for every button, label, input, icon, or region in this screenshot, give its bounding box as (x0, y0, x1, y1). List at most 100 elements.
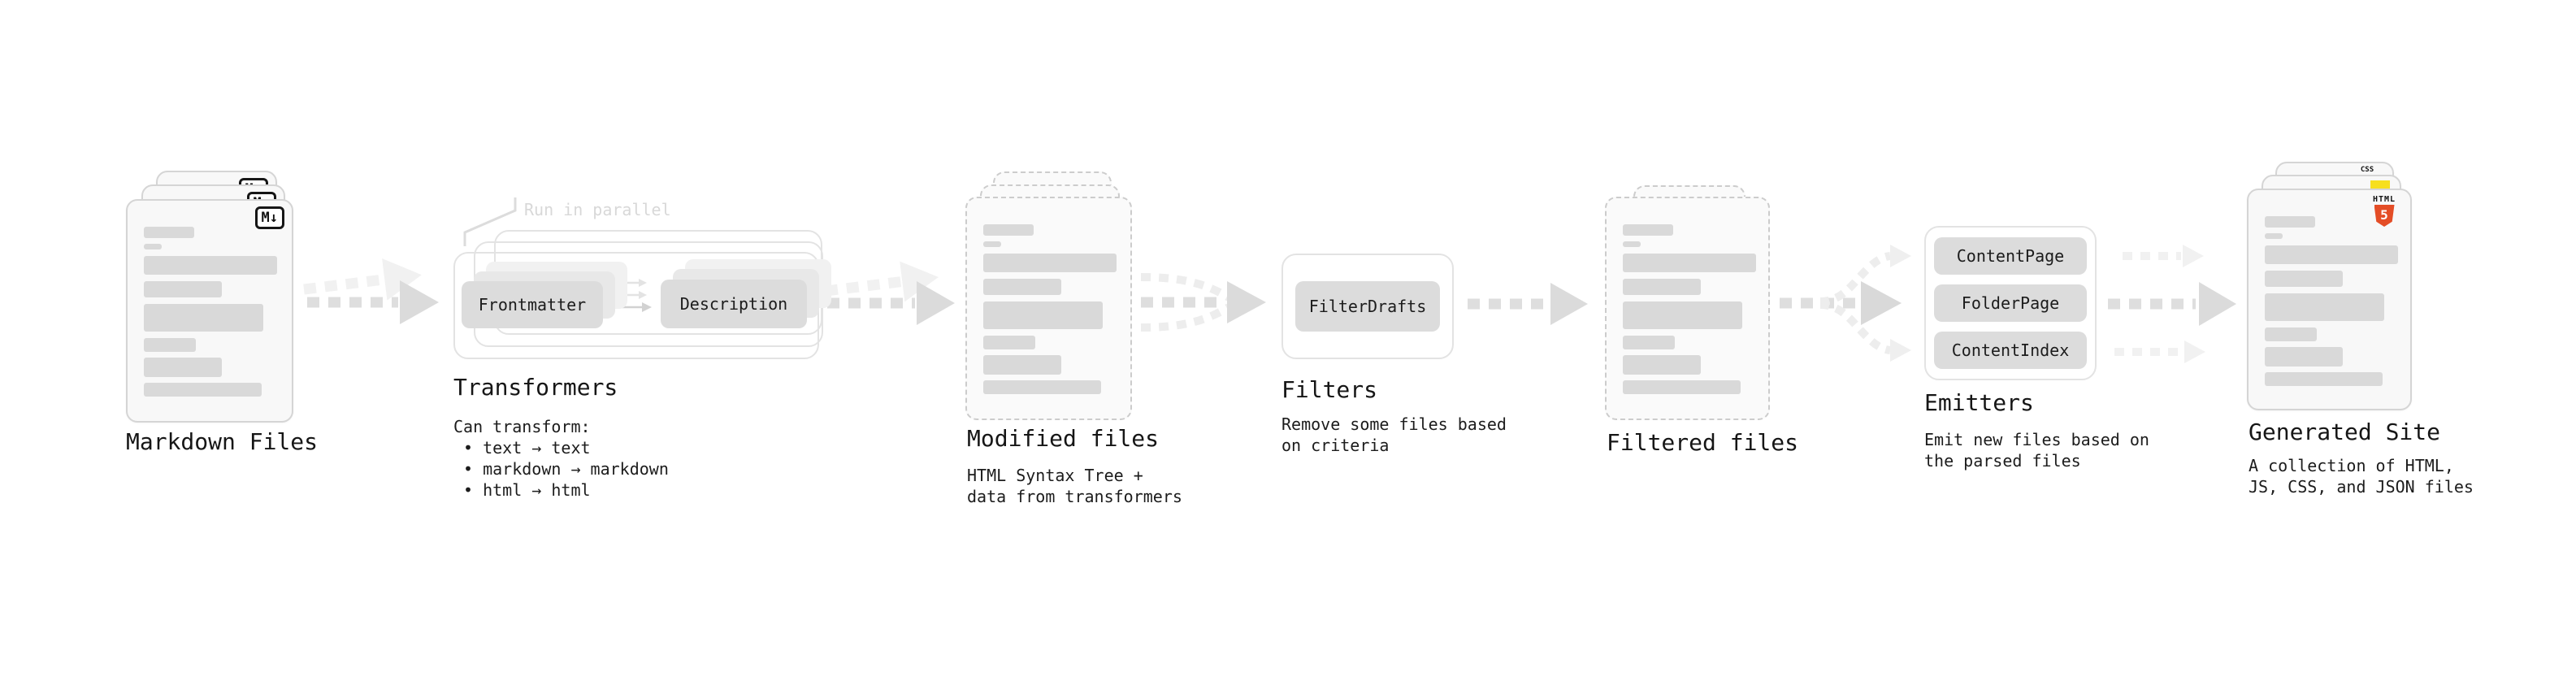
filtered-file-card-front (1605, 197, 1770, 420)
skeleton-line (983, 279, 1061, 295)
skeleton-line (983, 301, 1103, 329)
arrow-head (2184, 340, 2205, 363)
emitter-folderpage: FolderPage (1934, 284, 2087, 322)
html5-icon: HTML 5 (2368, 195, 2400, 227)
skeleton-line (983, 380, 1101, 394)
skeleton-line (144, 304, 263, 332)
skeleton-line (2265, 233, 2283, 239)
stage-label: Emitters (1924, 389, 2034, 416)
skeleton-line (983, 254, 1117, 272)
arrow-head (1861, 281, 1902, 325)
stage-label: Generated Site (2249, 419, 2441, 445)
arrow-dashes (303, 274, 386, 295)
html5-shield: 5 (2374, 205, 2395, 227)
skeleton-line (144, 358, 222, 377)
arrow-modified-to-filters (1140, 273, 1266, 332)
description-line: Remove some files based (1281, 414, 1507, 434)
arrow-head (2183, 245, 2204, 267)
transform-bullet: • text → text (463, 438, 591, 458)
emitter-contentpage: ContentPage (1934, 237, 2087, 275)
filters-frame (1281, 254, 1454, 359)
skeleton-line (983, 241, 1001, 247)
arrow-filtered-to-emitters (1780, 245, 1911, 362)
skeleton-line (2265, 347, 2343, 367)
skeleton-line (1623, 279, 1701, 295)
transform-bullet: • html → html (463, 480, 591, 500)
arrow-head (382, 258, 422, 301)
skeleton-line (1623, 241, 1641, 247)
arrow-head (1890, 245, 1911, 267)
arrow-emitters-to-generated (2108, 245, 2236, 363)
skeleton-line (144, 281, 222, 297)
description-line: HTML Syntax Tree + (967, 466, 1143, 485)
stage-description: Emit new files based on the parsed files (1924, 429, 2149, 471)
fan-in-top-curve (1140, 273, 1231, 301)
can-transform-title: Can transform: (453, 417, 591, 436)
html5-title: HTML (2372, 195, 2396, 204)
description-line: JS, CSS, and JSON files (2249, 477, 2474, 497)
css-badge-label: CSS (2360, 166, 2374, 174)
emitter-contentindex: ContentIndex (1934, 332, 2087, 369)
js-icon (2370, 180, 2390, 191)
fan-out-top-curve (1819, 252, 1891, 306)
arrow-head (1550, 283, 1588, 325)
emitters-frame (1924, 226, 2097, 380)
transformer-description: Description (661, 280, 807, 328)
arrow-head (400, 280, 439, 324)
skeleton-line (1623, 254, 1756, 272)
skeleton-line (144, 244, 162, 249)
arrow-filters-to-filtered (1468, 283, 1588, 325)
skeleton-line (1623, 336, 1675, 349)
markdown-icon: M↓ (254, 206, 284, 229)
stage-description: A collection of HTML, JS, CSS, and JSON … (2249, 455, 2474, 497)
description-line: the parsed files (1924, 451, 2081, 471)
run-in-parallel-note: Run in parallel (524, 200, 671, 219)
skeleton-line (2265, 293, 2384, 321)
skeleton-line (983, 355, 1061, 375)
stage-label: Modified files (967, 425, 1160, 452)
description-line: data from transformers (967, 487, 1182, 506)
description-line: Emit new files based on (1924, 430, 2149, 449)
skeleton-line (2265, 271, 2343, 287)
skeleton-line (1623, 224, 1673, 236)
skeleton-line (983, 336, 1035, 349)
arrow-head (1227, 281, 1266, 323)
stage-description: HTML Syntax Tree + data from transformer… (967, 465, 1182, 507)
skeleton-line (1623, 301, 1742, 329)
stage-description: Remove some files based on criteria (1281, 414, 1507, 456)
description-line: on criteria (1281, 436, 1390, 455)
skeleton-line (2265, 216, 2315, 228)
arrow-markdown-to-transformers (303, 258, 439, 324)
stage-label: Filtered files (1607, 429, 1799, 456)
arrow-transformers-to-modified (825, 261, 955, 325)
arrow-head (917, 281, 955, 325)
skeleton-line (1623, 355, 1701, 375)
arrow-head (900, 261, 939, 302)
skeleton-line (2265, 372, 2383, 386)
skeleton-line (144, 227, 194, 238)
generated-file-card-front: HTML 5 (2247, 189, 2412, 410)
transformer-frontmatter: Frontmatter (462, 281, 603, 328)
markdown-badge-label: M↓ (261, 210, 278, 226)
skeleton-line (144, 338, 196, 352)
stage-label: Filters (1281, 376, 1378, 403)
skeleton-line (144, 383, 262, 397)
arrow-head (1890, 339, 1911, 362)
transform-bullet: • markdown → markdown (463, 459, 669, 479)
skeleton-line (144, 256, 277, 275)
modified-file-card-front (965, 197, 1132, 420)
stage-label: Markdown Files (126, 428, 319, 455)
skeleton-line (2265, 245, 2398, 264)
skeleton-line (2265, 327, 2317, 341)
fan-in-bottom-curve (1140, 303, 1231, 332)
arrow-head (2199, 282, 2236, 326)
description-line: A collection of HTML, (2249, 456, 2454, 475)
arrow-dashes (825, 275, 904, 297)
skeleton-line (983, 224, 1034, 236)
filter-filterdrafts: FilterDrafts (1295, 281, 1440, 332)
skeleton-line (1623, 380, 1741, 394)
stage-label: Transformers (453, 374, 618, 401)
stage-description: Can transform: • text → text • markdown … (453, 416, 669, 501)
markdown-file-card-front: M↓ (126, 199, 293, 423)
